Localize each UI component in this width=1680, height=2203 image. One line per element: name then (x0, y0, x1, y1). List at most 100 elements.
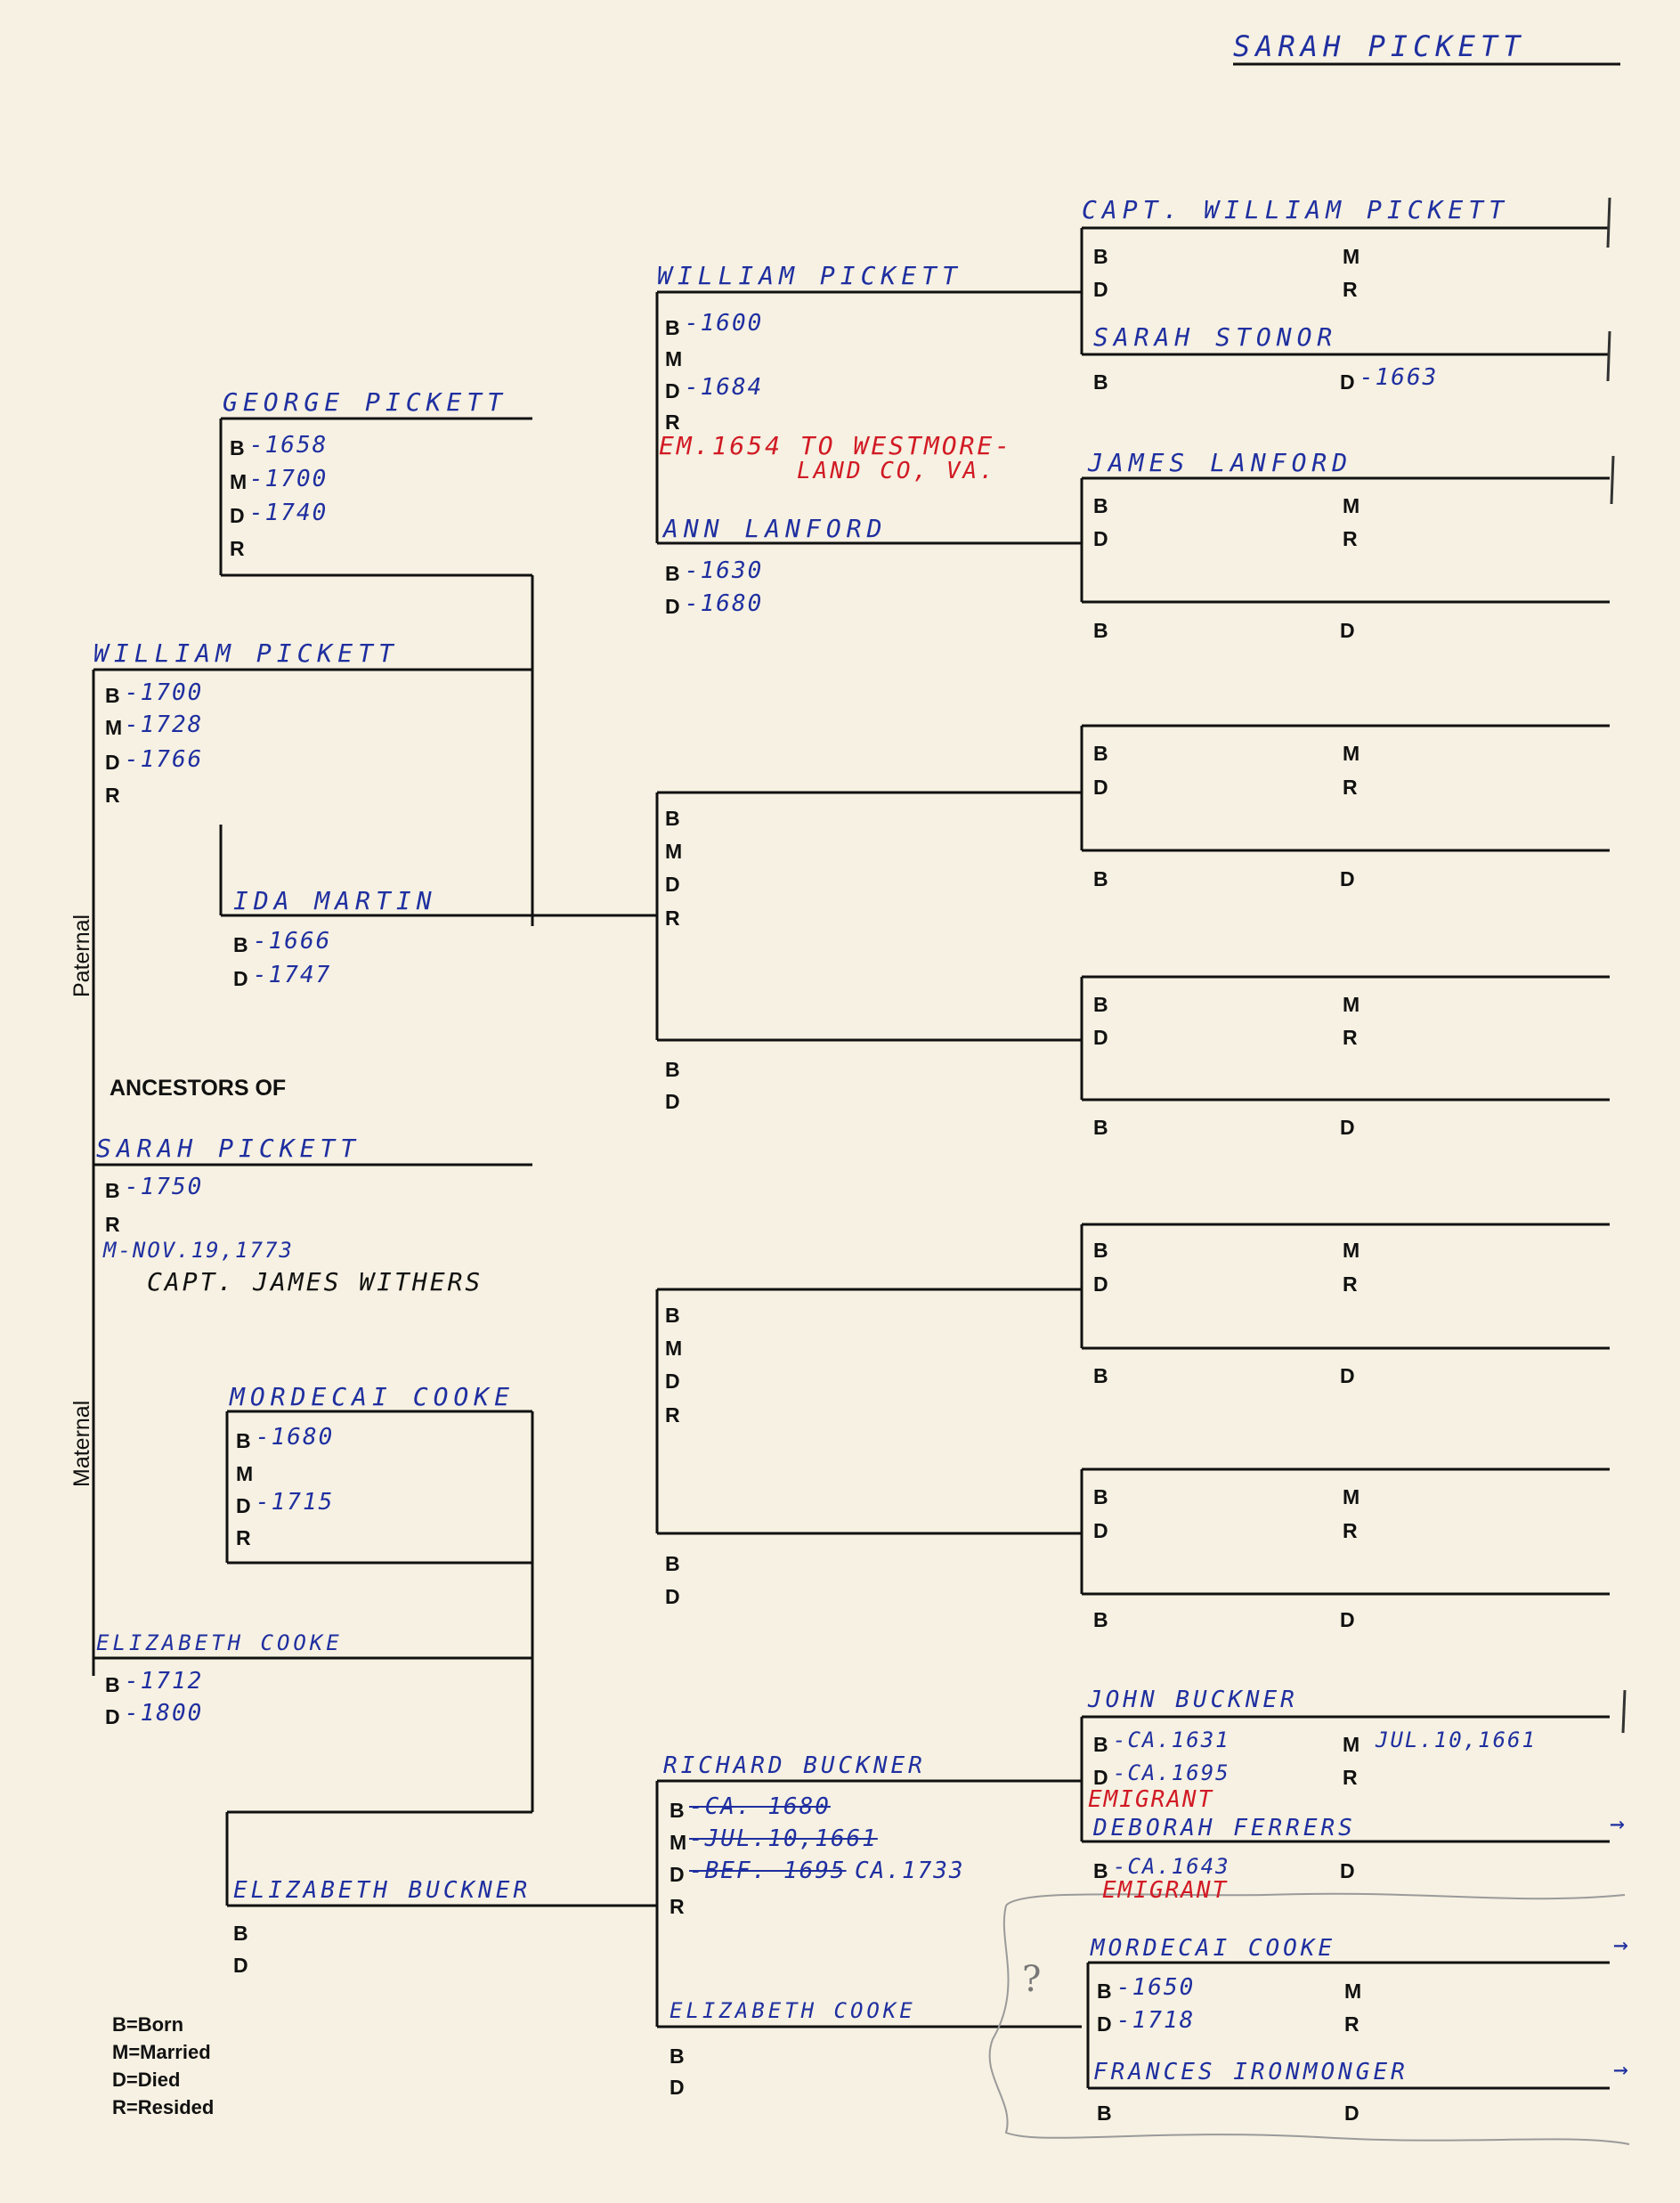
subject-born: -1750 (125, 1174, 204, 1200)
capt-william-born-letter: B (1093, 245, 1108, 268)
george-died-letter: D (230, 504, 245, 527)
elizabeth-cooke-name: ELIZABETH COOKE (96, 1630, 343, 1655)
father-born: -1700 (125, 679, 204, 706)
frances-died-letter: D (1344, 2101, 1359, 2125)
elizabeth-cooke-died-letter: D (105, 1705, 120, 1728)
continuation-arrow-icon: → (1613, 1930, 1628, 1959)
mordecai-2-died: -1718 (1116, 2007, 1196, 2034)
father-name: WILLIAM PICKETT (93, 638, 399, 668)
deborah-emigrant-note: EMIGRANT (1102, 1877, 1229, 1904)
father-resided-letter: R (105, 784, 120, 807)
blank-gen4c-married-letter: M (1343, 993, 1360, 1016)
elizabeth-cooke-2-born-letter: B (670, 2044, 685, 2068)
page-title: SARAH PICKETT (1233, 29, 1526, 63)
legend-married: M=Married (112, 2041, 211, 2063)
deborah-born: -CA.1643 (1113, 1854, 1230, 1879)
ann-died-letter: D (665, 595, 680, 618)
gen3-william-born: -1600 (685, 310, 764, 337)
blank-gen4e-married-letter: M (1343, 1239, 1360, 1262)
elizabeth-cooke-died: -1800 (125, 1700, 204, 1727)
ann-born-letter: B (665, 562, 680, 585)
sarah-stonor-born-letter: B (1093, 370, 1108, 394)
frances-ironmonger-name: FRANCES IRONMONGER (1093, 2059, 1408, 2085)
legend-resided: R=Resided (112, 2096, 215, 2118)
james-lanford-name: JAMES LANFORD (1088, 448, 1353, 477)
blank-gen4h-born-letter: B (1093, 1608, 1108, 1631)
john-born-letter: B (1093, 1733, 1108, 1756)
blank-gen4g-died-letter: D (1093, 1519, 1108, 1542)
elizabeth-cooke-born-letter: B (105, 1673, 120, 1696)
george-married-letter: M (230, 470, 248, 493)
george-pickett-name: GEORGE PICKETT (223, 387, 508, 417)
blank-gen4g-married-letter: M (1343, 1485, 1360, 1508)
blank-gen3d-born-letter: B (665, 1552, 680, 1575)
richard-married-struck: -JUL.10,1661 (689, 1825, 878, 1852)
gen3-william-born-letter: B (665, 316, 680, 339)
blank-gen4a-resided-letter: R (1343, 776, 1358, 799)
gen3-william-died: -1684 (685, 374, 764, 401)
richard-buckner-name: RICHARD BUCKNER (663, 1752, 926, 1779)
mordecai-2-died-letter: D (1097, 2012, 1112, 2036)
james-wife-born-letter: B (1093, 619, 1108, 642)
mordecai-2-born-letter: B (1097, 1979, 1112, 2003)
father-married-letter: M (105, 716, 123, 739)
legend-died: D=Died (112, 2069, 181, 2091)
deborah-died-letter: D (1340, 1859, 1355, 1882)
john-emigrant-note: EMIGRANT (1088, 1786, 1214, 1813)
george-married: -1700 (249, 466, 329, 492)
john-resided-letter: R (1343, 1766, 1358, 1789)
blank-gen4e-born-letter: B (1093, 1239, 1108, 1262)
ann-lanford-name: ANN LANFORD (663, 514, 888, 543)
richard-married-letter: M (670, 1831, 687, 1854)
mordecai-2-born: -1650 (1116, 1974, 1196, 2001)
elizabeth-cooke-born: -1712 (125, 1668, 204, 1695)
richard-died-new: CA.1733 (855, 1858, 965, 1884)
sarah-stonor-died: -1663 (1359, 364, 1439, 391)
elizabeth-cooke-2-died-letter: D (670, 2076, 685, 2099)
ida-martin-born: -1666 (253, 928, 332, 955)
blank-gen3d-died-letter: D (665, 1585, 680, 1608)
blank-gen3a-married-letter: M (665, 840, 683, 863)
deborah-ferrers-name: DEBORAH FERRERS (1093, 1815, 1356, 1841)
blank-gen4c-died-letter: D (1093, 1026, 1108, 1049)
blank-gen4b-born-letter: B (1093, 867, 1108, 890)
blank-gen4a-died-letter: D (1093, 776, 1108, 799)
mordecai-cooke-name: MORDECAI COOKE (230, 1382, 515, 1411)
blank-gen4h-died-letter: D (1340, 1608, 1355, 1631)
blank-gen3c-married-letter: M (665, 1337, 683, 1360)
john-married-letter: M (1343, 1733, 1360, 1756)
blank-gen4d-born-letter: B (1093, 1116, 1108, 1139)
elizabeth-buckner-name: ELIZABETH BUCKNER (233, 1877, 532, 1904)
ida-martin-born-letter: B (233, 933, 248, 956)
sarah-stonor-died-letter: D (1340, 370, 1355, 394)
george-born-letter: B (230, 436, 245, 459)
frances-born-letter: B (1097, 2101, 1112, 2125)
gen3-william-note-2: LAND CO, VA. (797, 458, 996, 484)
richard-resided-letter: R (670, 1895, 685, 1918)
ida-martin-died: -1747 (253, 962, 332, 988)
paternal-label: Paternal (69, 914, 94, 997)
richard-born-letter: B (670, 1799, 685, 1822)
blank-gen4e-resided-letter: R (1343, 1272, 1358, 1296)
mordecai-married-letter: M (236, 1462, 254, 1485)
john-died: -CA.1695 (1113, 1760, 1230, 1785)
james-married-letter: M (1343, 494, 1360, 517)
john-born: -CA.1631 (1113, 1727, 1230, 1752)
gen3-william-note-1: EM.1654 TO WESTMORE- (659, 431, 1013, 460)
blank-gen4c-resided-letter: R (1343, 1026, 1358, 1049)
subject-name: SARAH PICKETT (96, 1134, 361, 1163)
continuation-arrow-icon: → (1613, 2054, 1628, 2084)
james-born-letter: B (1093, 494, 1108, 517)
john-buckner-name: JOHN BUCKNER (1088, 1687, 1298, 1713)
mordecai-died-letter: D (236, 1494, 251, 1517)
blank-gen3a-died-letter: D (665, 873, 680, 896)
elizabeth-buckner-died-letter: D (233, 1954, 248, 1977)
james-wife-died-letter: D (1340, 619, 1355, 642)
gen3-william-resided-letter: R (665, 411, 680, 434)
john-married: JUL.10,1661 (1376, 1727, 1537, 1752)
capt-william-died-letter: D (1093, 278, 1108, 301)
john-died-letter: D (1093, 1766, 1108, 1789)
capt-william-married-letter: M (1343, 245, 1360, 268)
